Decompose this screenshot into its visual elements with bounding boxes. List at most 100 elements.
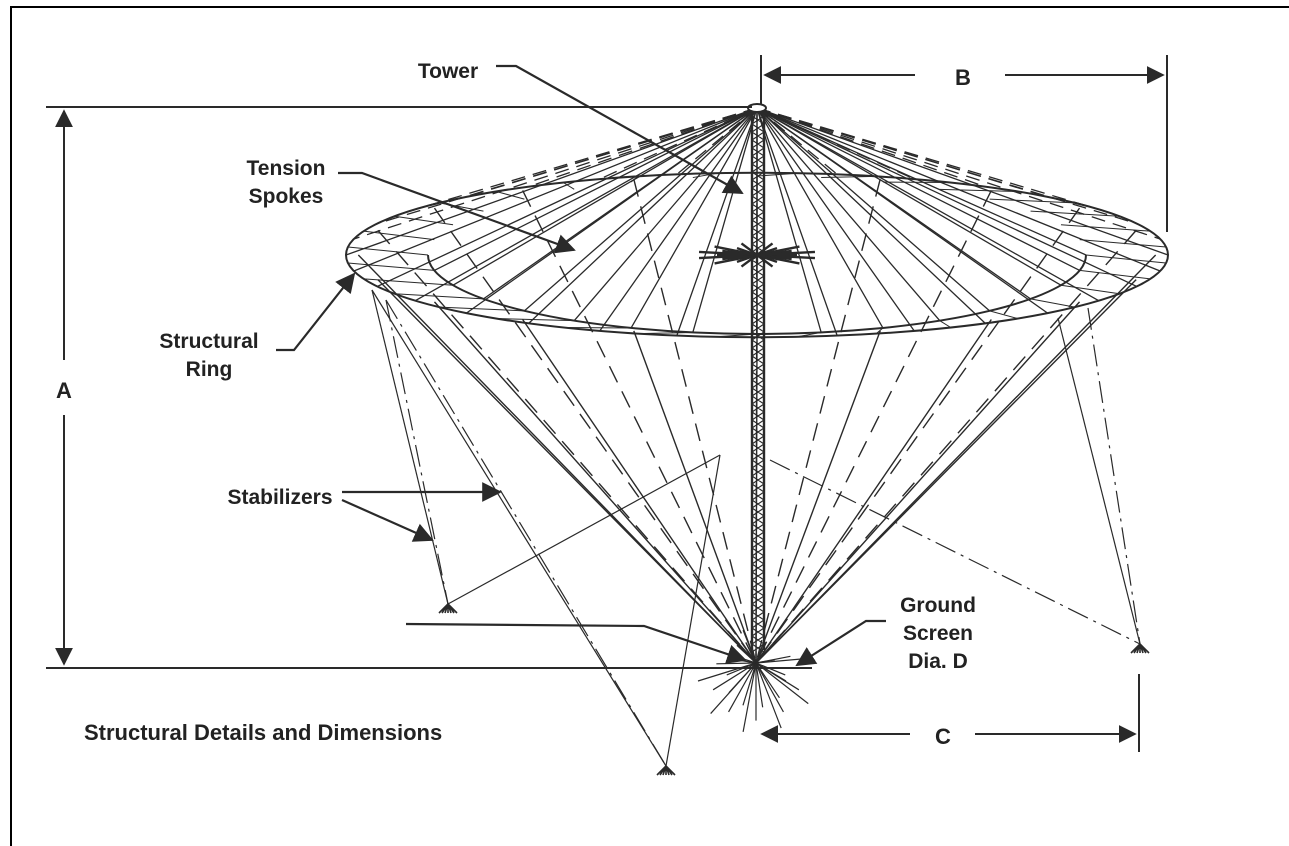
tension-spoke (528, 107, 758, 188)
tension-spoke (599, 107, 758, 180)
figure-frame (10, 6, 1289, 846)
ring-label: Ring (186, 358, 233, 381)
ring-surface-line (394, 293, 484, 300)
ground-screen-radial (755, 662, 784, 713)
tension-spoke-inner (756, 107, 1080, 271)
ground-screen-radial (697, 662, 757, 682)
tension-spoke (756, 107, 1169, 256)
dimension-c (760, 674, 1140, 752)
tension-spoke-inner (756, 107, 991, 312)
lower-cone-cable (755, 207, 1081, 664)
tension-spoke (756, 107, 986, 324)
ground-label: Ground (900, 594, 976, 617)
structural-ring-inner (427, 254, 1087, 335)
ground-screen-radial (755, 655, 791, 664)
stabilizers-leader-lower (341, 498, 434, 542)
stabilizer-cable (371, 289, 667, 767)
tension-spoke (415, 107, 758, 210)
dimension-b (760, 55, 1168, 232)
dimension-a-label: A (56, 378, 72, 403)
ground-screen-radial (728, 662, 757, 713)
ring-surface-line (1060, 284, 1120, 295)
ring-surface-line (1060, 224, 1151, 232)
stabilizer-cable (769, 459, 1141, 645)
tension-spoke-inner (452, 107, 758, 286)
screen-label: Screen (903, 622, 973, 645)
lower-cone-cable (433, 207, 757, 664)
ground-screen-radial (742, 662, 757, 706)
tension-spoke (466, 107, 758, 198)
tension-spoke (756, 107, 838, 336)
ground-anchor (1130, 643, 1150, 654)
ring-surface-line (939, 320, 952, 328)
ring-surface-line (1079, 269, 1151, 280)
stabilizer-cables (371, 289, 1141, 767)
ground-anchor (438, 603, 458, 614)
tension-spoke (414, 107, 758, 302)
lower-cone-cable (755, 190, 992, 664)
tower-leader (496, 64, 744, 194)
ground-screen-radial (742, 629, 757, 664)
tower-label: Tower (418, 60, 478, 83)
lower-cone-cable (377, 229, 757, 664)
tension-spoke (353, 107, 758, 240)
stabilizer-cable (1057, 317, 1141, 645)
tension-spoke (756, 107, 838, 175)
ring-surface-line (1030, 210, 1120, 217)
stabilizer-cable (1087, 307, 1141, 645)
tension-spoke (756, 107, 1161, 272)
ring-surface-line (989, 310, 1018, 320)
tension-spoke-inner (756, 107, 1031, 300)
tension-spoke (599, 107, 758, 332)
lower-cone-cable (755, 229, 1137, 664)
ring-surface-line (1085, 254, 1167, 264)
ring-surface-line (1030, 298, 1075, 308)
tension-spoke-inner (630, 107, 758, 329)
ring-surface-line (363, 278, 454, 286)
tension-spoke-inner (756, 107, 1062, 286)
tension-spoke (756, 107, 1099, 210)
ring-surface-line (496, 318, 575, 322)
lower-cone-cable (633, 330, 757, 664)
tension-spoke (353, 107, 758, 272)
tension-spoke-inner (523, 107, 758, 312)
ground-anchors (438, 603, 1150, 776)
tension-spoke-inner (434, 107, 758, 271)
stabilizer-cable (665, 454, 721, 767)
lower-cone-cable (522, 319, 757, 664)
ground-screen-radial (755, 662, 782, 729)
lower-cone-cable (357, 254, 757, 664)
tension-spoke (756, 107, 915, 332)
ring-surface-line (562, 182, 575, 190)
lower-cone-cable (755, 279, 1137, 664)
tension-spoke (345, 107, 758, 256)
tension-spoke-inner (756, 107, 884, 329)
ring-surface-line (939, 188, 1018, 192)
lower-cone-cables (357, 175, 1157, 664)
ring-surface-line (347, 262, 435, 271)
lower-cone-cable (522, 190, 757, 664)
stabilizer-cable (371, 289, 449, 605)
tower-lattice (751, 115, 765, 653)
stabilizer-cable (385, 299, 449, 605)
ground-screen-leader (795, 619, 886, 667)
ring-surface-line (989, 198, 1075, 204)
tension-spoke (528, 107, 758, 324)
lower-cone-cable (755, 175, 758, 664)
ring-surface-line (394, 215, 454, 226)
lower-cone-cable (755, 319, 992, 664)
ring-surface-line (347, 246, 429, 256)
tension-spoke-inner (692, 107, 758, 333)
tension-spoke (756, 107, 1161, 240)
ring-surface-line (439, 306, 525, 312)
stabilizer-cable (447, 454, 721, 605)
tension-spoke-inner (573, 107, 758, 322)
tension-spoke (756, 107, 986, 188)
ground-screen-radial (742, 662, 757, 733)
tension-spoke (756, 107, 1137, 225)
stabilizer-cable (385, 299, 667, 767)
tension-spoke-inner (756, 107, 1087, 256)
tension-spoke-inner (756, 107, 941, 322)
spokes-label: Spokes (249, 185, 324, 208)
ground-screen-radial (755, 633, 782, 664)
